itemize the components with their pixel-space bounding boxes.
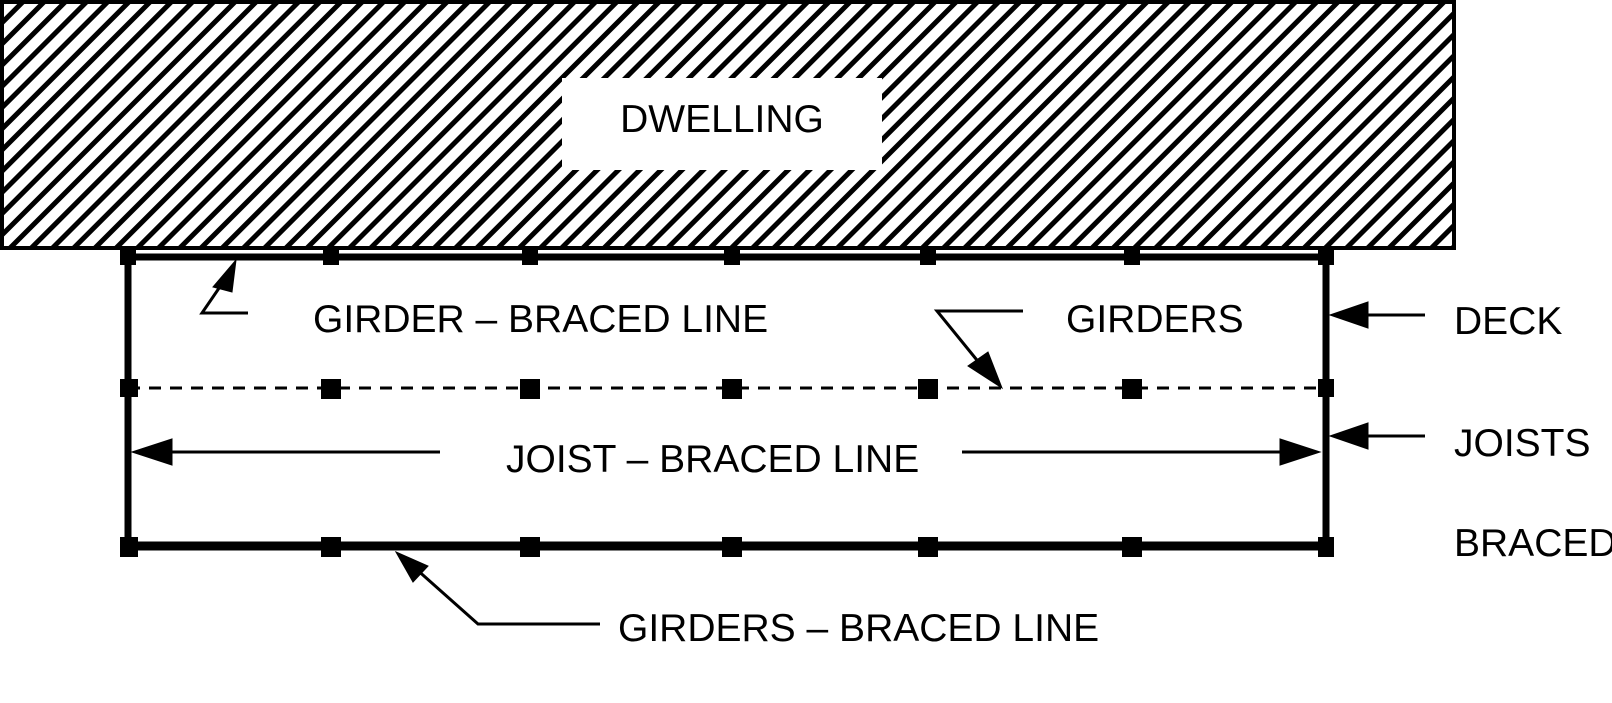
post (321, 537, 341, 557)
post (1318, 379, 1334, 397)
dwelling-label: DWELLING (620, 98, 824, 141)
dwelling: DWELLING (0, 0, 1456, 250)
post (918, 379, 938, 399)
joist-braced-line-left-arrowhead (130, 438, 173, 466)
post (920, 249, 936, 265)
joist-braced-line-label: JOIST – BRACED LINE (506, 438, 919, 481)
braced-label: BRACED (1454, 522, 1612, 565)
joists-arrowhead (1328, 422, 1369, 450)
girders-leader (933, 309, 1023, 371)
deck-arrowhead (1328, 301, 1369, 329)
girders-braced-line-label: GIRDERS – BRACED LINE (618, 607, 1099, 650)
girders-braced-line-leader (414, 566, 600, 626)
post (1318, 537, 1334, 557)
post (120, 379, 138, 397)
post (722, 537, 742, 557)
post (321, 379, 341, 399)
girders-braced-line-arrowhead (394, 550, 429, 583)
post (1124, 249, 1140, 265)
post (323, 249, 339, 265)
post (722, 379, 742, 399)
post (1122, 537, 1142, 557)
post (520, 537, 540, 557)
post (724, 249, 740, 265)
post (520, 379, 540, 399)
girders-arrowhead (967, 351, 1004, 390)
deck-label: DECK (1454, 300, 1562, 343)
post (918, 537, 938, 557)
girder-braced-line-label: GIRDER – BRACED LINE (313, 298, 768, 341)
girder-braced-line-arrowhead (212, 258, 237, 293)
post (120, 249, 136, 265)
posts (120, 249, 1334, 557)
joists-label: JOISTS (1454, 422, 1591, 465)
post (1318, 249, 1334, 265)
post (522, 249, 538, 265)
joist-braced-line-right-arrowhead (1279, 438, 1322, 466)
leaders (130, 258, 1425, 626)
post (1122, 379, 1142, 399)
girders-label: GIRDERS (1066, 298, 1244, 341)
post (120, 537, 138, 557)
labels: GIRDER – BRACED LINE GIRDERS DECK JOIST … (313, 298, 1612, 650)
dwelling-label-box (562, 78, 882, 170)
